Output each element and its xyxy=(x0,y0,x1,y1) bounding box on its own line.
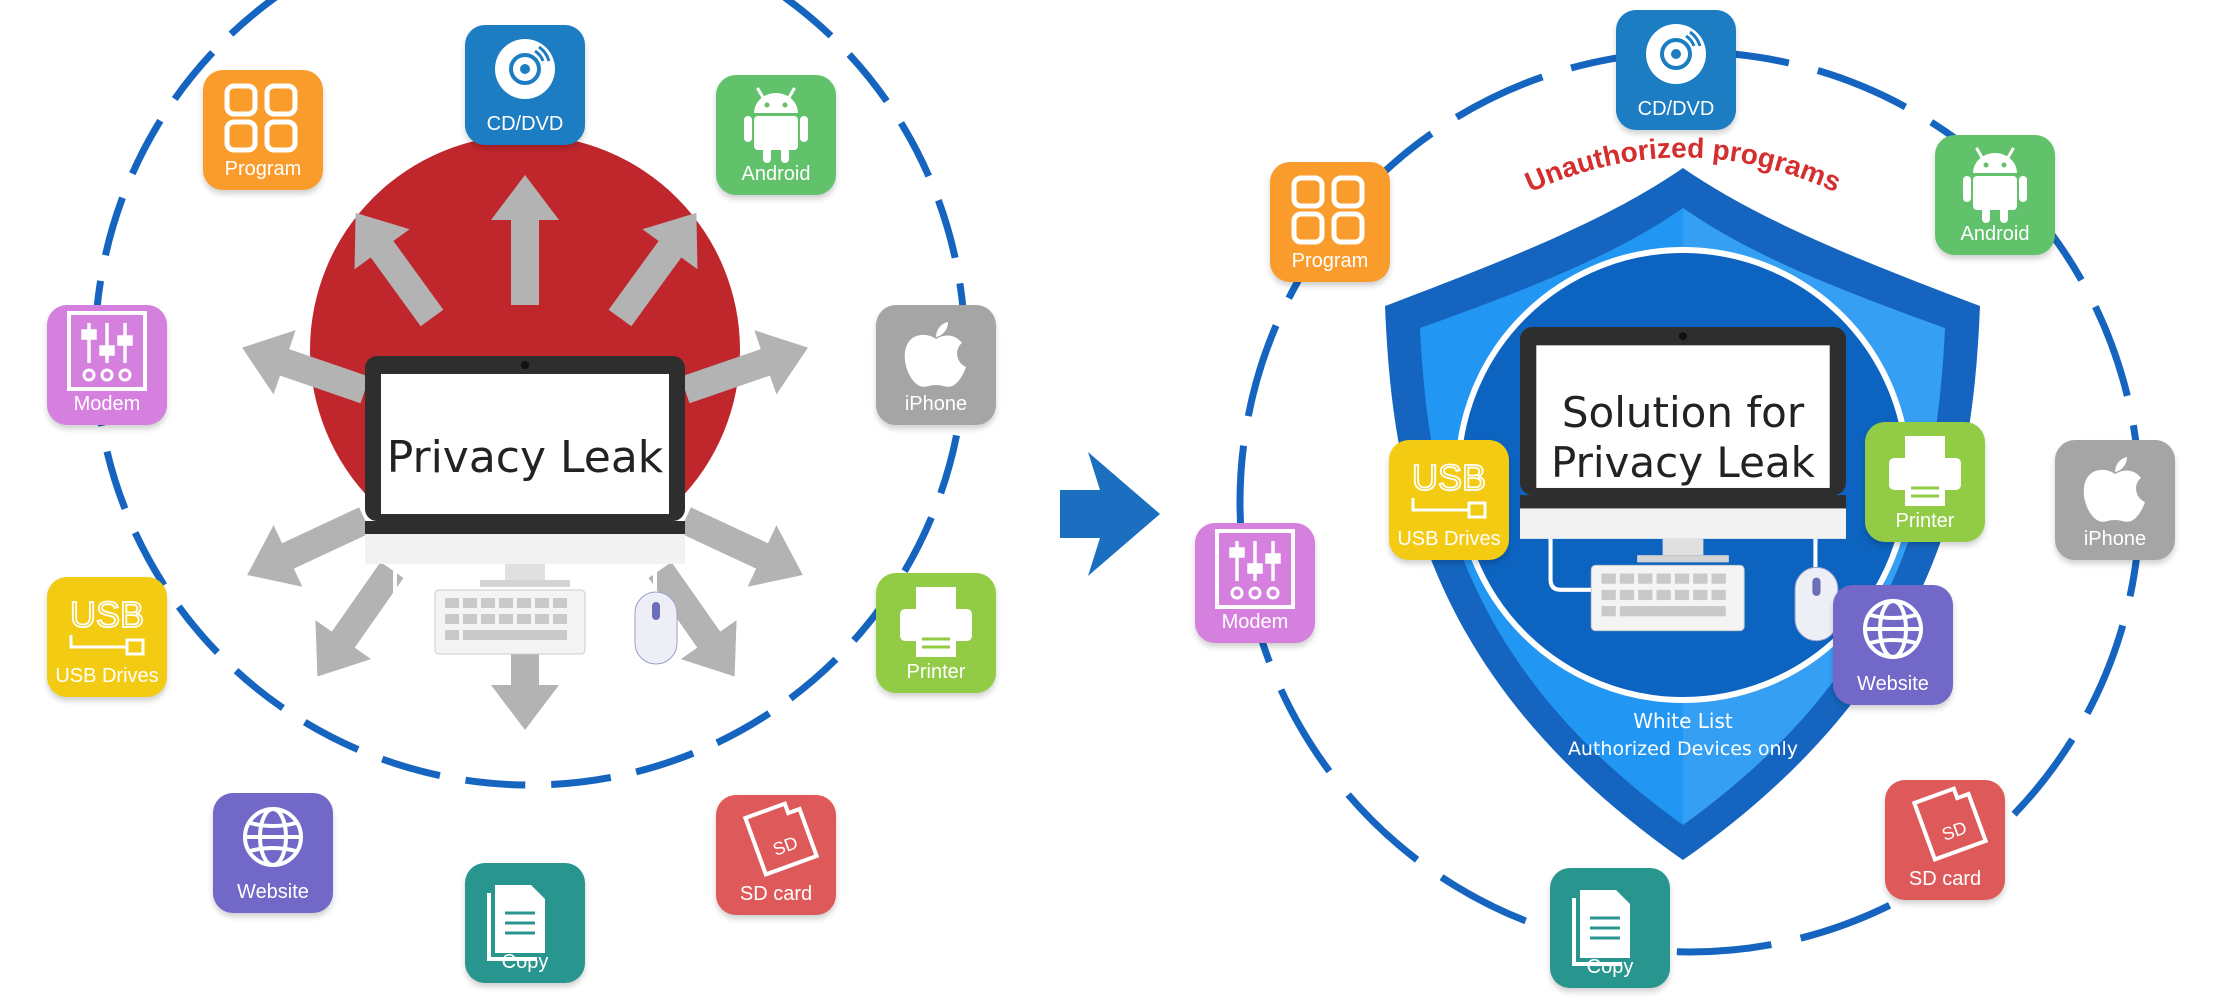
arrow-to-modem xyxy=(242,330,370,404)
tile-label: iPhone xyxy=(904,393,968,415)
left-tile-iphone: iPhone xyxy=(876,305,996,425)
left-tile-cd-dvd: CD/DVD xyxy=(465,25,585,145)
tile-label: Copy xyxy=(501,951,549,973)
left-tile-modem: Modem xyxy=(47,305,167,425)
right-tile-program: Program xyxy=(1270,162,1390,282)
right-tile-usb-drives: USB Drives xyxy=(1389,440,1509,560)
tile-label: SD card xyxy=(739,883,813,905)
arrow-to-android xyxy=(608,212,698,327)
right-tile-cd-dvd: CD/DVD xyxy=(1616,10,1736,130)
left-tile-program: Program xyxy=(203,70,323,190)
arrow-to-printer xyxy=(679,507,803,587)
solution-label-line2: Privacy Leak xyxy=(1551,438,1815,488)
left-tile-printer: Printer xyxy=(876,573,996,693)
tile-label: SD card xyxy=(1908,868,1982,890)
leak-arrows xyxy=(242,175,808,730)
tile-label: Printer xyxy=(906,661,966,683)
left-computer-illustration xyxy=(365,356,685,666)
arrow-to-website xyxy=(315,561,404,677)
right-tile-printer: Printer xyxy=(1865,422,1985,542)
whitelist-subtitle: Authorized Devices only xyxy=(1567,738,1799,760)
right-tile-android: Android xyxy=(1935,135,2055,255)
right-diagram: Unauthorized programs xyxy=(1236,48,2144,956)
tile-label: Copy xyxy=(1586,956,1634,978)
whitelist-title: White List xyxy=(1633,709,1733,733)
left-screen-label: Privacy Leak xyxy=(380,432,670,485)
left-diagram xyxy=(91,0,969,789)
left-tile-website: Website xyxy=(213,793,333,913)
tile-label: CD/DVD xyxy=(486,113,564,135)
tile-label: iPhone xyxy=(2083,528,2147,550)
right-tile-iphone: iPhone xyxy=(2055,440,2175,560)
arrow-to-sd-card xyxy=(648,561,737,677)
left-tile-android: Android xyxy=(716,75,836,195)
tile-label: USB Drives xyxy=(55,665,159,687)
left-tile-sd-card: SD card xyxy=(716,795,836,915)
arrow-to-copy xyxy=(491,600,559,730)
transition-arrow xyxy=(1060,452,1160,576)
tile-label: Modem xyxy=(73,393,141,415)
tile-label: Modem xyxy=(1221,611,1289,633)
tile-label: USB Drives xyxy=(1397,528,1501,550)
tile-label: Program xyxy=(224,158,302,180)
right-tile-copy: Copy xyxy=(1550,868,1670,988)
tile-label: Android xyxy=(741,163,811,185)
right-tile-modem: Modem xyxy=(1195,523,1315,643)
left-tile-usb-drives: USB Drives xyxy=(47,577,167,697)
arrow-to-cd-dvd xyxy=(491,175,559,305)
right-tile-website: Website xyxy=(1833,585,1953,705)
right-screen-label: Solution for Privacy Leak xyxy=(1538,388,1828,489)
left-tile-copy: Copy xyxy=(465,863,585,983)
arrow-to-program xyxy=(354,212,444,327)
arrow-to-iphone xyxy=(680,330,808,404)
right-tile-sd-card: SD card xyxy=(1885,780,2005,900)
privacy-leak-label: Privacy Leak xyxy=(386,432,664,483)
solution-label-line1: Solution for xyxy=(1561,388,1805,437)
tile-label: Printer xyxy=(1895,510,1955,532)
arrow-to-usb xyxy=(247,507,371,587)
tile-label: CD/DVD xyxy=(1637,98,1715,120)
tile-label: Program xyxy=(1291,250,1369,272)
tile-label: Website xyxy=(1857,673,1929,695)
tile-label: Android xyxy=(1960,223,2030,245)
tile-label: Website xyxy=(237,881,309,903)
